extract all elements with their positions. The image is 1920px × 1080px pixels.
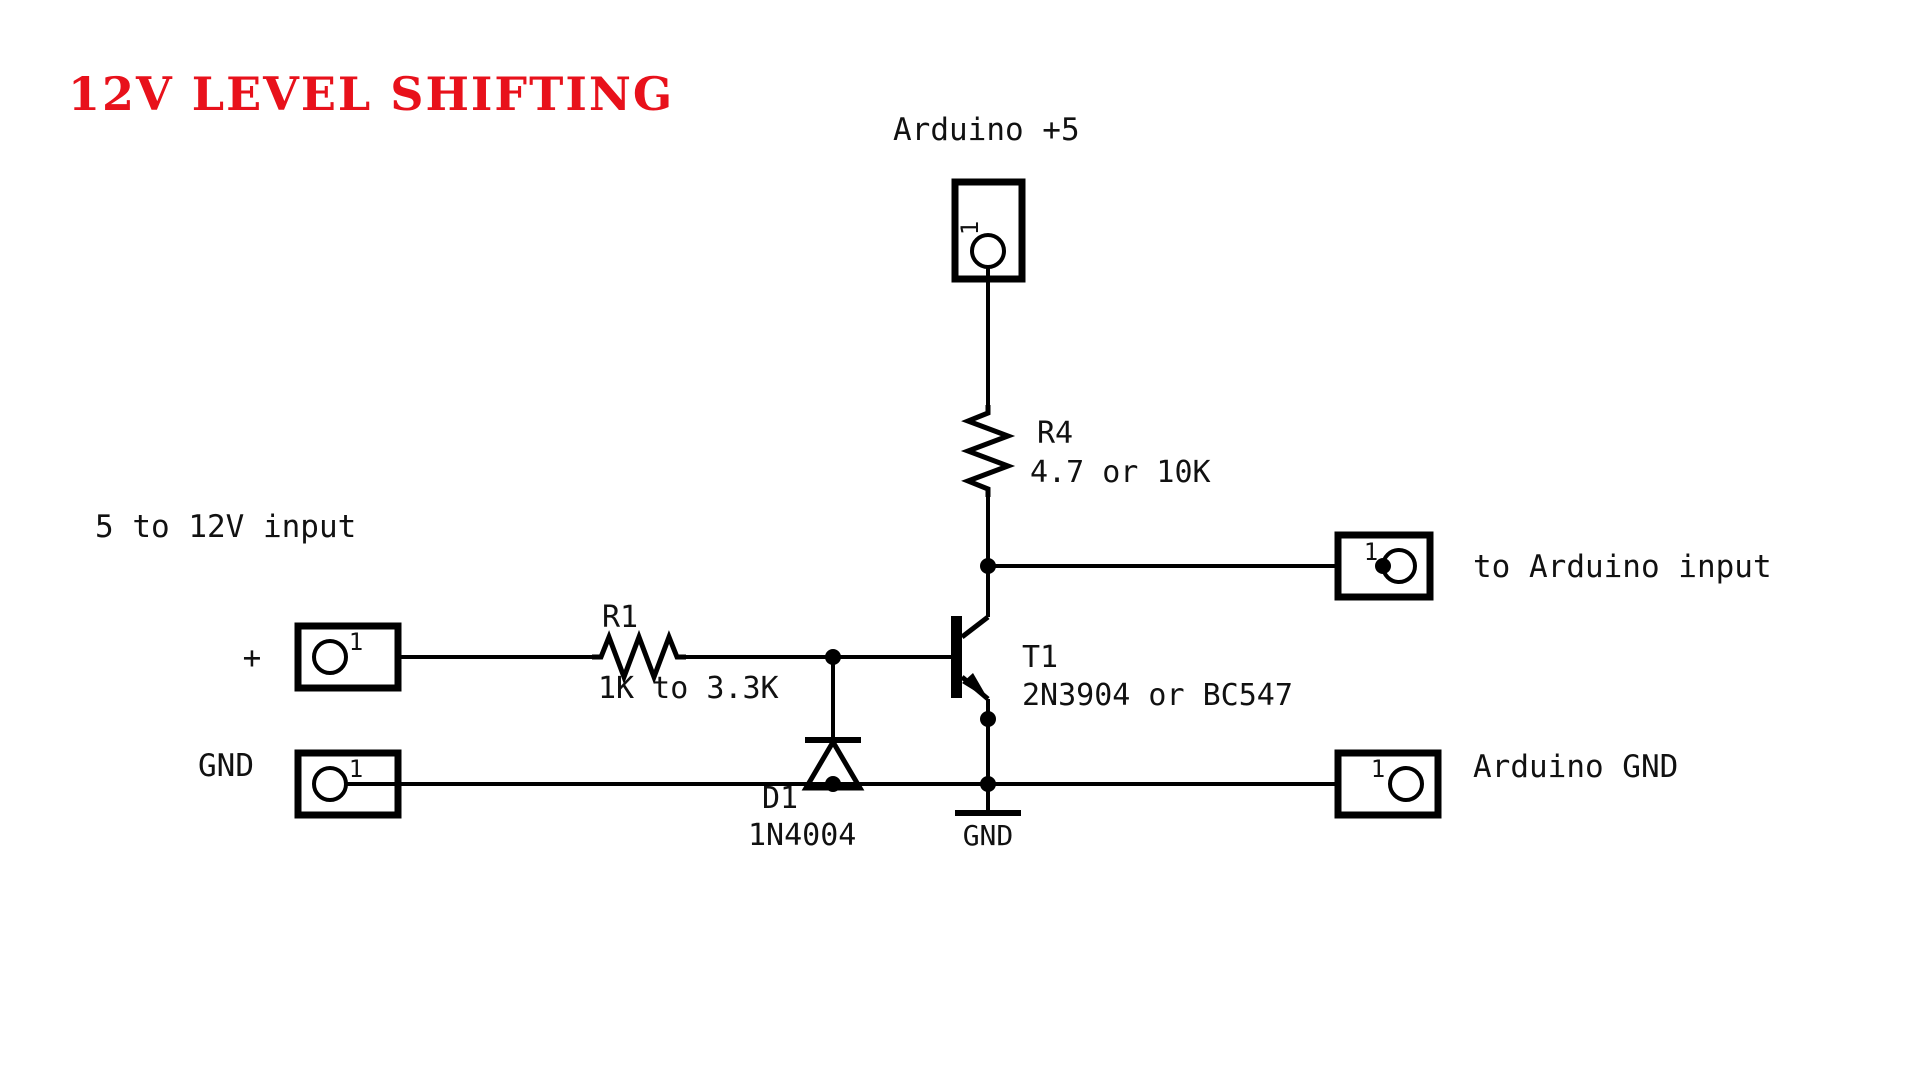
t1-emitter-arrow bbox=[962, 673, 988, 699]
ground-symbol: GND bbox=[955, 784, 1021, 852]
connector-supply[interactable]: 1 bbox=[951, 178, 1026, 300]
component-r1[interactable]: R1 1K to 3.3K bbox=[592, 600, 779, 706]
connector-output-gnd-pad bbox=[1388, 766, 1424, 802]
r1-zigzag bbox=[592, 629, 686, 685]
r4-value: 4.7 or 10K bbox=[1030, 455, 1211, 490]
schematic-title: 12V LEVEL SHIFTING bbox=[68, 67, 674, 121]
connector-input-gnd-pad bbox=[312, 766, 348, 802]
connector-output-signal-pin: 1 bbox=[1364, 538, 1378, 566]
t1-value: 2N3904 or BC547 bbox=[1022, 678, 1293, 713]
component-t1[interactable]: T1 2N3904 or BC547 bbox=[833, 615, 1293, 713]
r1-refdes: R1 bbox=[602, 600, 638, 635]
junction-output-signal bbox=[1375, 558, 1391, 574]
output-signal-label: to Arduino input bbox=[1473, 549, 1772, 585]
connector-supply-pad bbox=[970, 233, 1006, 269]
connector-supply-pin: 1 bbox=[956, 221, 984, 235]
connector-input-plus-pad bbox=[312, 639, 348, 675]
r4-refdes: R4 bbox=[1037, 416, 1073, 451]
t1-refdes: T1 bbox=[1022, 640, 1058, 675]
input-gnd-label: GND bbox=[198, 748, 254, 784]
connector-output-gnd-pin: 1 bbox=[1371, 755, 1385, 783]
connector-input-plus-pin: 1 bbox=[349, 628, 363, 656]
t1-collector-lead bbox=[960, 615, 990, 639]
r4-zigzag bbox=[960, 405, 1016, 497]
connector-input-gnd-pin: 1 bbox=[349, 755, 363, 783]
supply-label: Arduino +5 bbox=[893, 112, 1080, 148]
component-r4[interactable]: R4 4.7 or 10K bbox=[960, 405, 1211, 497]
input-plus-label: + bbox=[243, 640, 262, 676]
gnd-symbol-label: GND bbox=[963, 819, 1014, 852]
d1-refdes: D1 bbox=[762, 781, 798, 816]
component-d1[interactable]: D1 1N4004 bbox=[748, 737, 865, 853]
t1-base-bar bbox=[951, 616, 962, 698]
d1-triangle bbox=[801, 737, 865, 791]
r1-value: 1K to 3.3K bbox=[598, 671, 779, 706]
output-gnd-label: Arduino GND bbox=[1473, 749, 1678, 785]
connector-output-signal[interactable]: 1 bbox=[1334, 531, 1434, 601]
connector-input-plus[interactable]: 1 bbox=[294, 622, 402, 692]
junction-emitter bbox=[980, 711, 996, 727]
d1-value: 1N4004 bbox=[748, 818, 856, 853]
connector-output-gnd[interactable]: 1 bbox=[1334, 749, 1442, 819]
input-group-label: 5 to 12V input bbox=[95, 509, 356, 545]
